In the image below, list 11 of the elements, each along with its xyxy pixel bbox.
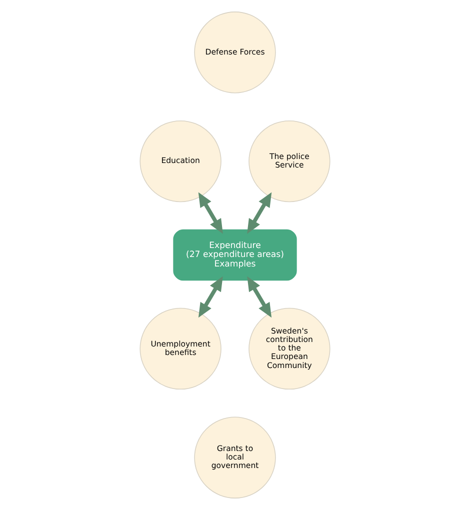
node-circle: Grants to local government — [194, 416, 276, 498]
node-circle: Education — [140, 120, 222, 202]
node-circle: Unemployment benefits — [140, 308, 222, 390]
node-circle: Defense Forces — [194, 12, 276, 94]
arrow — [247, 192, 272, 234]
node-circle: Sweden's contribution to the European Community — [248, 308, 330, 390]
arrow — [198, 276, 223, 318]
arrow — [198, 192, 223, 234]
arrow — [247, 276, 272, 318]
node-circle: The police Service — [248, 120, 330, 202]
node-box: Expenditure (27 expenditure areas) Examples — [173, 229, 297, 281]
